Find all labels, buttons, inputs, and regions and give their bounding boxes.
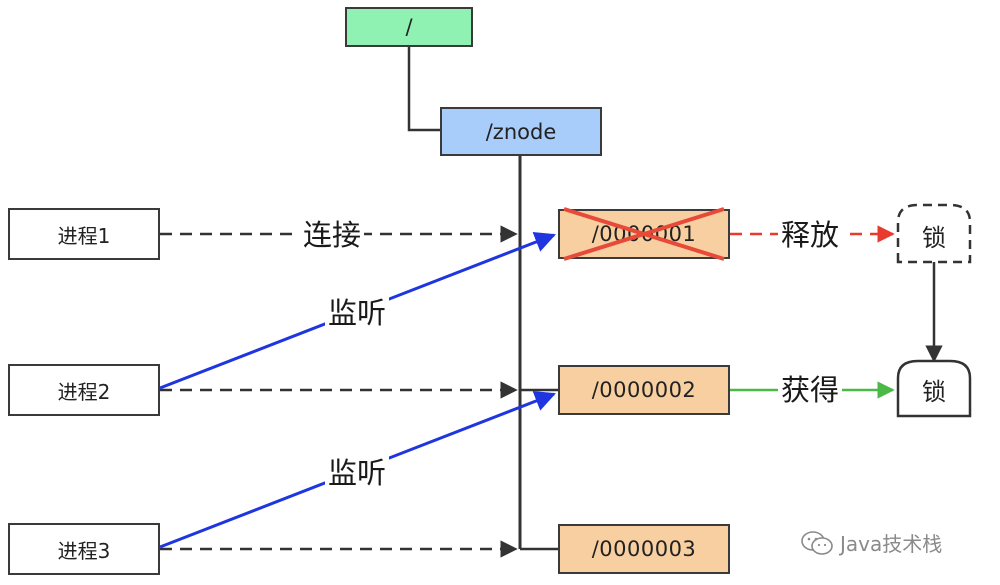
released-lock: 锁 bbox=[898, 210, 970, 260]
znode-node: /znode bbox=[440, 107, 602, 156]
process-1-label: 进程1 bbox=[57, 223, 111, 248]
sequential-node-1: /0000001 bbox=[558, 209, 730, 259]
sequential-node-3: /0000003 bbox=[558, 524, 730, 574]
sequential-node-3-label: /0000003 bbox=[591, 537, 697, 561]
sequential-node-2-label: /0000002 bbox=[591, 378, 697, 402]
acquired-lock-label: 锁 bbox=[922, 377, 946, 406]
wechat-icon bbox=[801, 530, 833, 555]
process-3: 进程3 bbox=[8, 523, 160, 575]
watch-label-2: 监听 bbox=[325, 456, 390, 490]
process-2-label: 进程2 bbox=[57, 379, 111, 404]
watch-label-1: 监听 bbox=[325, 296, 390, 330]
process-2: 进程2 bbox=[8, 364, 160, 416]
sequential-node-1-label: /0000001 bbox=[591, 222, 697, 246]
root-node-label: / bbox=[405, 15, 413, 39]
released-lock-label: 锁 bbox=[922, 223, 946, 252]
acquired-lock: 锁 bbox=[898, 364, 970, 414]
acquire-label: 获得 bbox=[778, 373, 843, 407]
release-label: 释放 bbox=[778, 218, 843, 252]
watermark: Java技术栈 bbox=[800, 528, 942, 557]
acquired-lock-shape bbox=[896, 359, 972, 418]
process-1: 进程1 bbox=[8, 208, 160, 260]
watermark-text: Java技术栈 bbox=[840, 532, 943, 556]
process-3-label: 进程3 bbox=[57, 538, 111, 563]
connect-label: 连接 bbox=[300, 218, 365, 252]
root-node: / bbox=[345, 7, 473, 47]
tree-edge-root-znode bbox=[407, 47, 440, 132]
released-lock-shape bbox=[896, 203, 972, 264]
znode-node-label: /znode bbox=[485, 119, 557, 144]
sequential-node-2: /0000002 bbox=[558, 365, 730, 415]
